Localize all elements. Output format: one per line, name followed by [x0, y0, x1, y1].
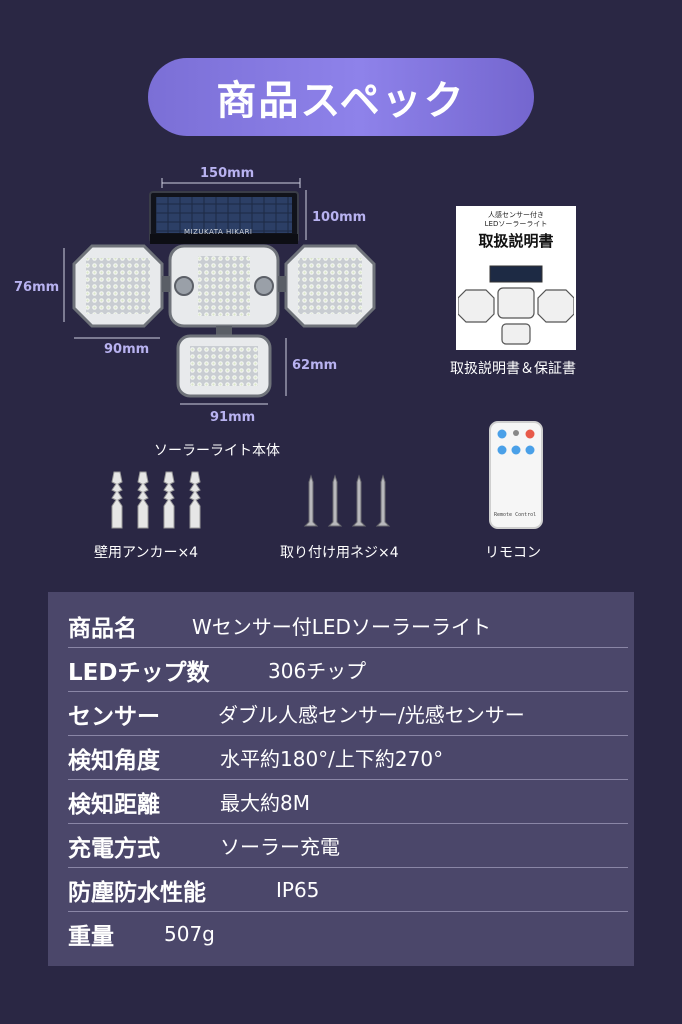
spec-value: 306チップ	[268, 659, 367, 683]
remote-control-illustration	[489, 421, 543, 529]
spec-row-weight: 重量 507g	[68, 912, 628, 956]
manual-booklet: 人感センサー付き LEDソーラーライト 取扱説明書	[456, 206, 576, 350]
manual-heading: 取扱説明書	[478, 232, 554, 250]
spec-value: 最大約8M	[220, 791, 310, 815]
spec-row-product-name: 商品名 Wセンサー付LEDソーラーライト	[68, 604, 628, 648]
spec-value: 507g	[164, 922, 215, 946]
page-title: 商品スペック	[148, 58, 534, 136]
spec-key: センサー	[68, 703, 160, 730]
spec-row-led-chips: LEDチップ数 306チップ	[68, 648, 628, 692]
remote-caption: リモコン	[485, 545, 541, 561]
solar-light-caption: ソーラーライト本体	[154, 443, 280, 459]
spec-row-detection-angle: 検知角度 水平約180°/上下約270°	[68, 736, 628, 780]
dim-91mm: 91mm	[210, 410, 256, 425]
spec-row-detection-range: 検知距離 最大約8M	[68, 780, 628, 824]
manual-caption: 取扱説明書＆保証書	[450, 361, 576, 377]
wall-anchors-illustration	[111, 471, 201, 529]
spec-key: 防塵防水性能	[68, 879, 206, 906]
spec-key: 検知角度	[68, 747, 160, 774]
dim-150mm: 150mm	[200, 166, 255, 181]
spec-value: IP65	[276, 877, 320, 902]
anchors-caption: 壁用アンカー×4	[94, 545, 199, 561]
spec-key: 充電方式	[68, 835, 160, 862]
spec-table: 商品名 Wセンサー付LEDソーラーライト LEDチップ数 306チップ センサー…	[48, 592, 634, 966]
screws-illustration	[303, 474, 391, 527]
spec-row-charging: 充電方式 ソーラー充電	[68, 824, 628, 868]
dim-76mm: 76mm	[14, 280, 60, 295]
dim-62mm: 62mm	[292, 358, 338, 373]
remote-label: Remote Control	[494, 512, 537, 518]
spec-key: 重量	[68, 924, 114, 950]
dim-100mm: 100mm	[312, 210, 367, 225]
spec-value: ダブル人感センサー/光感センサー	[218, 703, 525, 727]
solar-light-illustration	[63, 178, 376, 405]
spec-value: 水平約180°/上下約270°	[220, 747, 444, 771]
spec-value: ソーラー充電	[220, 835, 340, 859]
manual-subtitle-1: 人感センサー付き	[488, 211, 544, 219]
spec-key: 検知距離	[68, 791, 160, 818]
screws-caption: 取り付け用ネジ×4	[280, 545, 399, 561]
pir-sensor-right	[254, 276, 274, 296]
spec-key: 商品名	[68, 615, 137, 642]
pir-sensor-left	[174, 276, 194, 296]
panel-brand-label: MIZUKATA HIKARI	[184, 228, 253, 236]
spec-key: LEDチップ数	[68, 659, 210, 686]
manual-subtitle-2: LEDソーラーライト	[484, 220, 548, 228]
spec-value: Wセンサー付LEDソーラーライト	[192, 615, 491, 639]
manual-light-sketch	[458, 265, 574, 345]
dim-90mm: 90mm	[104, 342, 150, 357]
spec-row-waterproof: 防塵防水性能 IP65	[68, 868, 628, 912]
spec-row-sensor: センサー ダブル人感センサー/光感センサー	[68, 692, 628, 736]
